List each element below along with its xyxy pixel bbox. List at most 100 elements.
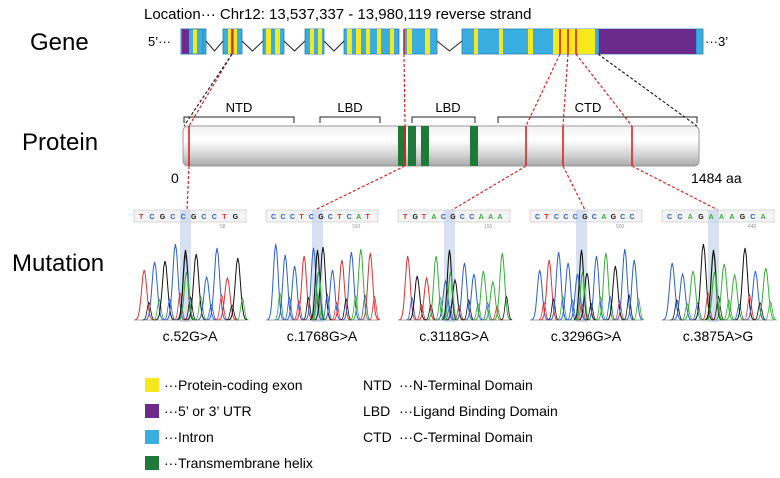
trace-peak (683, 270, 703, 321)
intron-connector (205, 40, 224, 52)
tm-helix (398, 126, 406, 166)
base-call: T (337, 214, 342, 221)
base-call: T (299, 214, 304, 221)
trace-peak (484, 280, 502, 321)
legend-abbr: LBD (363, 403, 390, 419)
exon-stripe (318, 29, 322, 54)
base-call: T (222, 214, 227, 221)
domain-bracket (319, 116, 381, 123)
variant-highlight (708, 210, 719, 322)
position-tick: 500 (616, 224, 625, 230)
exon-stripe (390, 29, 394, 54)
trace-minor-peak (691, 302, 704, 321)
trace-minor-peak (340, 297, 352, 321)
trace-peak (714, 263, 734, 321)
utr-block (599, 29, 696, 54)
base-call: C (563, 214, 568, 221)
exon-stripe (193, 29, 197, 54)
base-call: G (698, 214, 704, 221)
exon-stripe (499, 29, 503, 54)
location-label: Location··· Chr12: 13,537,337 - 13,980,1… (144, 6, 531, 23)
trace-peak (314, 246, 332, 321)
protein-end-label: 1484 aa (691, 170, 742, 186)
trace-peak (568, 273, 587, 321)
base-call: A (498, 214, 503, 221)
position-tick: 58 (220, 224, 226, 230)
base-call: G (191, 214, 197, 221)
base-call: C (667, 214, 672, 221)
trace-peak (587, 255, 606, 321)
base-call: C (281, 214, 286, 221)
legend: ···Protein-coding exon···5’ or 3’ UTR···… (145, 377, 558, 471)
gene-protein-boundary (597, 53, 698, 127)
base-call: C (328, 214, 333, 221)
trace-minor-peak (425, 304, 437, 321)
trace-peak (418, 276, 436, 321)
trace-peak (408, 275, 426, 321)
gene-protein-connector (188, 53, 233, 127)
base-call: A (488, 214, 493, 221)
exon-stripe (425, 29, 430, 54)
trace-minor-peak (557, 294, 569, 321)
base-call: C (573, 214, 578, 221)
base-call: C (309, 214, 314, 221)
trace-peak (295, 255, 313, 321)
base-call: C (677, 214, 682, 221)
intron-connector (283, 40, 306, 52)
trace-peak (285, 265, 304, 321)
trace-peak (342, 251, 361, 321)
legend-swatch (145, 378, 159, 392)
trace-minor-peak (472, 302, 484, 321)
trace-peak (436, 279, 455, 321)
mutation-label: c.1768G>A (287, 328, 358, 344)
protein-mutation-connector (631, 165, 719, 211)
base-call: A (709, 214, 714, 221)
exon-stripe (347, 29, 352, 54)
exon-stripe (234, 29, 237, 54)
trace-peak (427, 255, 445, 321)
base-call: C (347, 214, 352, 221)
trace-minor-peak (701, 292, 715, 321)
base-call: C (212, 214, 217, 221)
base-call: G (233, 214, 239, 221)
intron-connector (323, 40, 345, 52)
base-call: G (740, 214, 746, 221)
variant-peak-alt (574, 271, 591, 321)
position-tick: 310 (352, 224, 361, 230)
intron-connector (436, 40, 463, 52)
trace-peak (673, 272, 693, 321)
trace-minor-peak (462, 298, 475, 321)
protein-track: 0 1484 aa (171, 125, 742, 186)
trace-minor-peak (722, 299, 736, 321)
base-call: G (450, 214, 456, 221)
variant-peak-alt (706, 271, 723, 321)
exon-stripe (407, 29, 412, 54)
row-label-protein: Protein (22, 129, 98, 156)
variant-highlight (444, 210, 455, 322)
trace-minor-peak (173, 292, 187, 321)
trace-minor-peak (293, 299, 305, 321)
gene-protein-connector (575, 53, 633, 127)
variant-highlight (312, 210, 323, 322)
gene-protein-boundary (183, 53, 233, 127)
exon-stripe (474, 29, 478, 54)
protein-start-label: 0 (171, 170, 179, 186)
intron-block (180, 28, 204, 55)
variant-peak-alt (178, 271, 195, 321)
trace-minor-peak (538, 301, 550, 321)
trace-peak (578, 272, 596, 321)
trace-peak (276, 254, 294, 321)
legend-swatch (145, 456, 159, 470)
domain-label: NTD (226, 100, 253, 115)
trace-minor-peak (444, 305, 456, 321)
base-call: C (535, 214, 540, 221)
variant-peak-alt (310, 271, 327, 321)
trace-peak (304, 247, 323, 321)
position-tick: 150 (484, 224, 493, 230)
protein-mutation-connector (186, 165, 190, 211)
trace-minor-peak (732, 303, 746, 321)
